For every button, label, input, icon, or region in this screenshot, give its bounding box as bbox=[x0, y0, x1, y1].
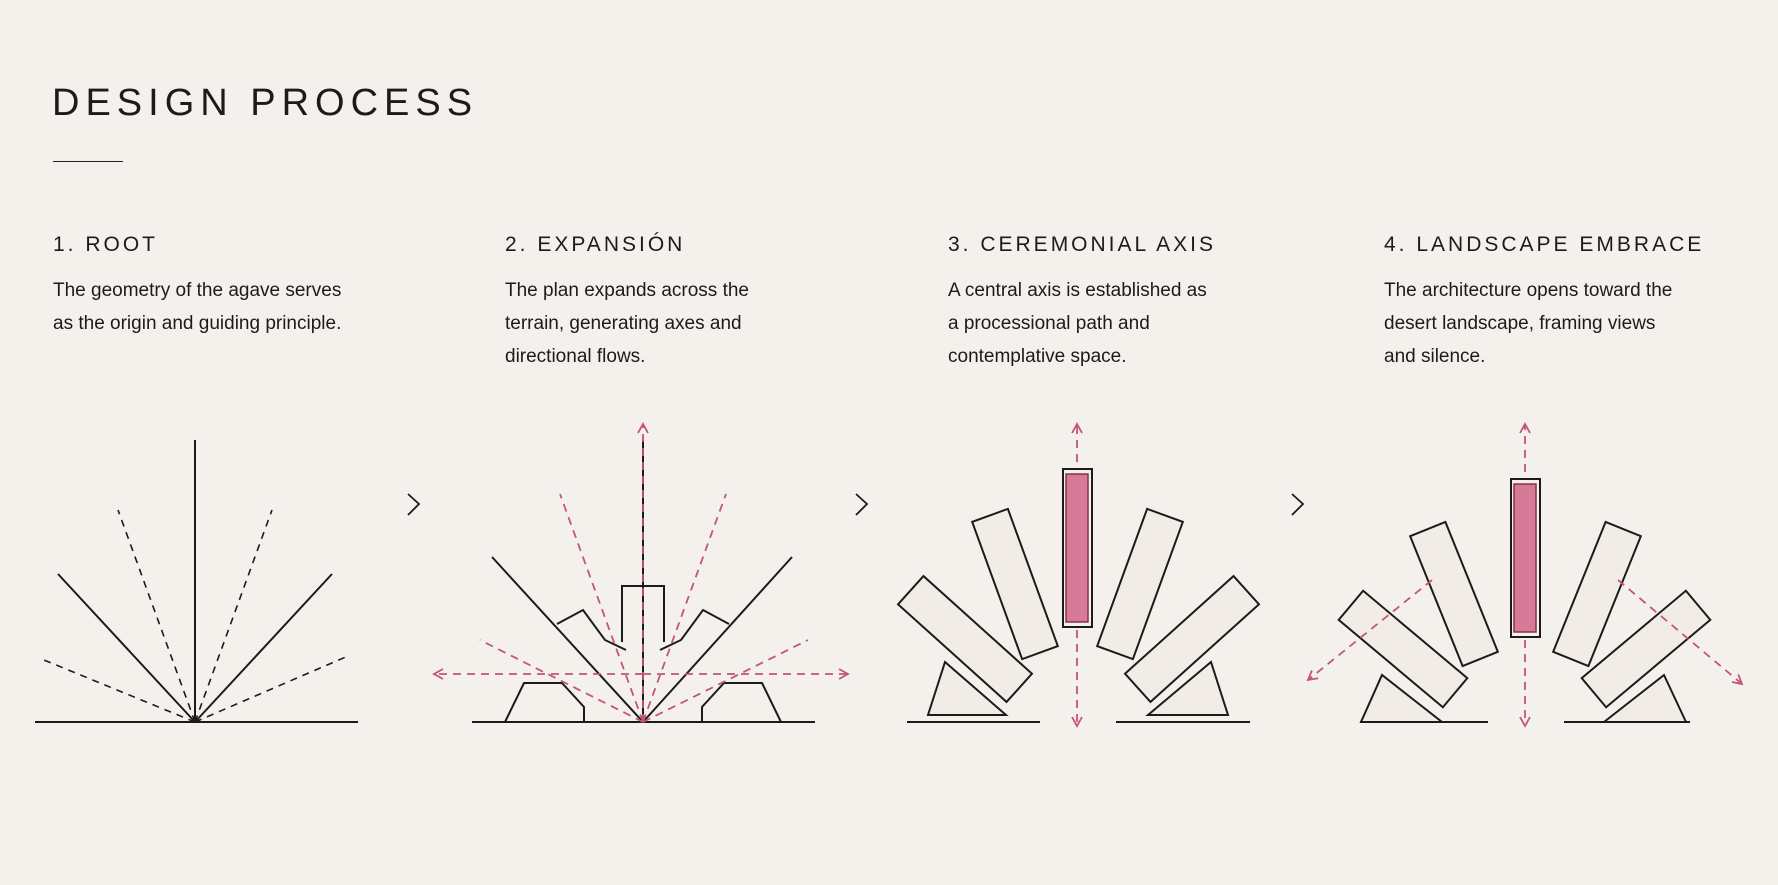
triangle-block bbox=[1145, 660, 1230, 716]
building-block bbox=[621, 585, 665, 642]
step-expansion-description: The plan expands across the terrain, gen… bbox=[505, 280, 749, 367]
wing-block bbox=[1551, 520, 1643, 668]
step-landscape-embrace-heading: 4. LANDSCAPE EMBRACE bbox=[1384, 233, 1705, 256]
diagram-root bbox=[35, 440, 358, 723]
triangle-block bbox=[1359, 673, 1445, 723]
diagram-landscape-embrace bbox=[1306, 422, 1744, 728]
step-ceremonial-axis-description: A central axis is established as a proce… bbox=[948, 280, 1207, 367]
flow-ray bbox=[642, 493, 727, 723]
building-block bbox=[659, 608, 730, 651]
triangle-block bbox=[1601, 673, 1688, 723]
central-pavilion bbox=[1513, 483, 1537, 633]
flow-ray bbox=[479, 639, 644, 723]
step-landscape-embrace: 4. LANDSCAPE EMBRACE The architecture op… bbox=[1384, 230, 1764, 373]
step-root: 1. ROOT The geometry of the agave serves… bbox=[53, 230, 433, 340]
diagram-expansion bbox=[432, 422, 850, 723]
dashed-ray bbox=[117, 509, 196, 723]
wing-block bbox=[1095, 507, 1185, 661]
step-ceremonial-axis-heading: 3. CEREMONIAL AXIS bbox=[948, 233, 1216, 256]
dashed-ray bbox=[43, 659, 196, 723]
step-landscape-embrace-description: The architecture opens toward the desert… bbox=[1384, 280, 1673, 367]
flow-ray bbox=[559, 493, 644, 723]
building-block bbox=[701, 682, 782, 723]
step-expansion-heading: 2. EXPANSIÓN bbox=[505, 233, 686, 256]
dashed-ray bbox=[194, 655, 349, 723]
leaf-line bbox=[642, 556, 793, 723]
title-underline bbox=[53, 161, 123, 162]
flow-ray bbox=[642, 639, 809, 723]
page-title: DESIGN PROCESS bbox=[52, 82, 479, 124]
wing-block bbox=[1337, 589, 1469, 709]
wing-block bbox=[970, 507, 1060, 661]
wing-block bbox=[896, 574, 1034, 704]
step-root-description: The geometry of the agave serves as the … bbox=[53, 280, 342, 334]
central-pavilion bbox=[1065, 473, 1089, 623]
building-block bbox=[556, 608, 627, 651]
central-pavilion-frame bbox=[1510, 478, 1541, 638]
wing-block bbox=[1408, 520, 1500, 668]
central-pavilion-frame bbox=[1062, 468, 1093, 628]
step-root-heading: 1. ROOT bbox=[53, 233, 159, 256]
view-arrow-southwest bbox=[1306, 579, 1433, 682]
leaf-line bbox=[194, 573, 333, 723]
step-expansion: 2. EXPANSIÓN The plan expands across the… bbox=[505, 230, 885, 373]
building-block bbox=[504, 682, 585, 723]
diagram-ceremonial-axis bbox=[896, 422, 1261, 728]
chevron-right-icon bbox=[407, 493, 421, 516]
chevron-right-icon bbox=[1291, 493, 1305, 516]
wing-block bbox=[1580, 589, 1712, 709]
triangle-block bbox=[926, 660, 1009, 716]
leaf-line bbox=[57, 573, 196, 723]
wing-block bbox=[1123, 574, 1261, 704]
step-ceremonial-axis: 3. CEREMONIAL AXIS A central axis is est… bbox=[948, 230, 1328, 373]
leaf-line bbox=[491, 556, 644, 723]
dashed-ray bbox=[194, 509, 273, 723]
chevron-right-icon bbox=[855, 493, 869, 516]
